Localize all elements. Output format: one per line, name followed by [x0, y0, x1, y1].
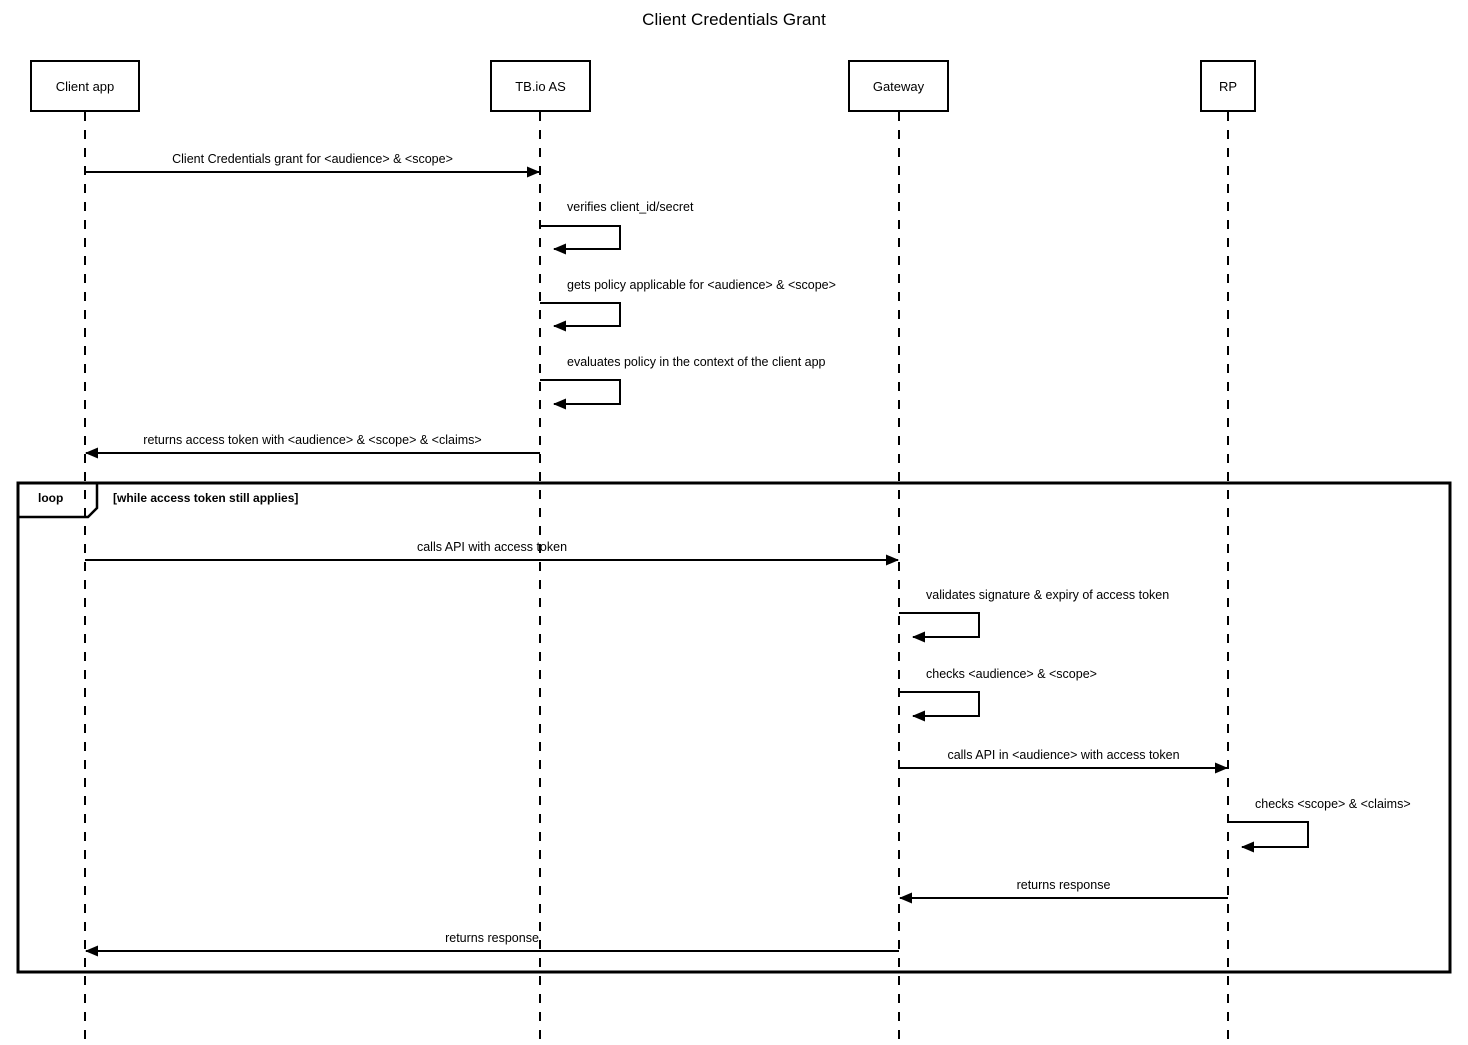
diagram-title: Client Credentials Grant — [642, 10, 826, 29]
messages-group — [85, 166, 1309, 957]
lifelines-group — [84, 112, 1229, 1042]
message-4-self-path — [540, 379, 621, 410]
message-7-self-label: validates signature & expiry of access t… — [926, 588, 1170, 602]
message-8-self-path — [899, 691, 980, 722]
message-8-self-label: checks <audience> & <scope> — [926, 667, 1097, 681]
participant-label: RP — [1218, 78, 1238, 94]
message-3-self-label: gets policy applicable for <audience> & … — [567, 278, 836, 292]
message-5-return-label: returns access token with <audience> & <… — [143, 433, 482, 447]
fragment-guard-condition: [while access token still applies] — [113, 491, 299, 505]
fragment-tag-pentagon — [18, 483, 99, 519]
loop-fragment-frame — [16, 481, 1452, 974]
message-7-self-path — [899, 612, 980, 643]
message-12-return-label: returns response — [445, 931, 539, 945]
message-2-self-path — [540, 225, 621, 255]
message-2-self-label: verifies client_id/secret — [567, 200, 694, 214]
fragment-tag-loop: loop — [38, 491, 64, 505]
message-10-self-path — [1228, 821, 1309, 853]
participant-label: TB.io AS — [515, 78, 566, 94]
participant-box-tbio-as[interactable]: TB.io AS — [490, 60, 591, 112]
message-11-return-label: returns response — [1016, 878, 1111, 892]
fragment-outline — [16, 481, 1452, 974]
participant-box-rp[interactable]: RP — [1200, 60, 1256, 112]
message-3-self-path — [540, 302, 621, 332]
participant-label: Gateway — [872, 78, 925, 94]
message-1-sync-label: Client Credentials grant for <audience> … — [172, 152, 453, 166]
message-6-sync-label: calls API with access token — [416, 540, 568, 554]
message-4-self-label: evaluates policy in the context of the c… — [567, 355, 826, 369]
participant-box-client-app[interactable]: Client app — [30, 60, 140, 112]
participant-label: Client app — [55, 78, 115, 94]
message-9-sync-label: calls API in <audience> with access toke… — [947, 748, 1180, 762]
participant-box-gateway[interactable]: Gateway — [848, 60, 949, 112]
message-10-self-label: checks <scope> & <claims> — [1255, 797, 1411, 811]
